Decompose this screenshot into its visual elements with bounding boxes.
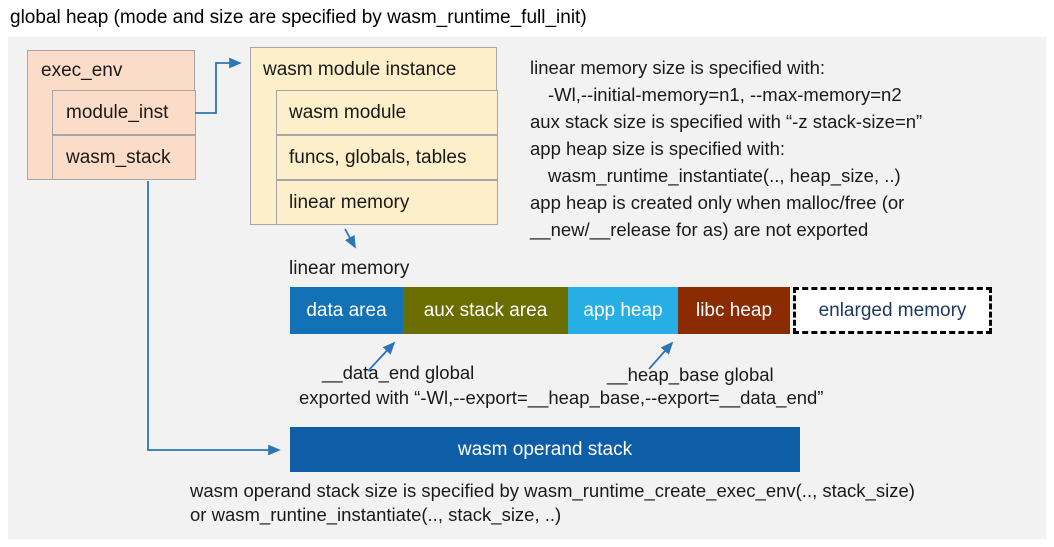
note-line: __new/__release for as) are not exported — [530, 219, 869, 240]
exec-env-label: exec_env — [41, 60, 123, 81]
size-notes-block: linear memory size is specified with: -W… — [530, 54, 1050, 243]
note-line: -Wl,--initial-memory=n1, --max-memory=n2 — [548, 84, 902, 105]
wasm-operand-stack-bar: wasm operand stack — [290, 427, 800, 472]
module-instance-field-wasm-module: wasm module — [276, 90, 498, 135]
module-instance-label: wasm module instance — [263, 59, 457, 80]
note-line: wasm_runtime_instantiate(.., heap_size, … — [548, 165, 901, 186]
segment-app-heap: app heap — [568, 287, 678, 334]
data-end-global-label: __data_end global — [322, 362, 475, 383]
exec-env-field-module-inst: module_inst — [52, 90, 196, 135]
module-instance-field-funcs-globals-tables: funcs, globals, tables — [276, 135, 498, 180]
note-line: app heap size is specified with: — [530, 138, 786, 159]
note-line: wasm operand stack size is specified by … — [190, 480, 915, 501]
heap-base-global-label: __heap_base global — [607, 364, 774, 385]
operand-stack-notes: wasm operand stack size is specified by … — [190, 479, 915, 526]
module-instance-box: wasm module instance wasm module funcs, … — [250, 47, 498, 225]
exec-env-field-wasm-stack: wasm_stack — [52, 135, 196, 180]
note-line: app heap is created only when malloc/fre… — [530, 192, 905, 213]
note-line: linear memory size is specified with: — [530, 57, 826, 78]
segment-aux-stack-area: aux stack area — [403, 287, 568, 334]
export-note-label: exported with “-Wl,--export=__heap_base,… — [299, 387, 824, 408]
segment-enlarged-memory: enlarged memory — [793, 287, 992, 334]
linear-memory-label: linear memory — [289, 258, 410, 279]
module-instance-field-linear-memory: linear memory — [276, 180, 498, 225]
diagram-title: global heap (mode and size are specified… — [10, 7, 587, 28]
note-line: or wasm_runtine_instantiate(.., stack_si… — [190, 503, 562, 525]
note-line: aux stack size is specified with “-z sta… — [530, 111, 923, 132]
segment-data-area: data area — [290, 287, 403, 334]
segment-libc-heap: libc heap — [678, 287, 790, 334]
exec-env-box: exec_env module_inst wasm_stack — [27, 50, 196, 180]
